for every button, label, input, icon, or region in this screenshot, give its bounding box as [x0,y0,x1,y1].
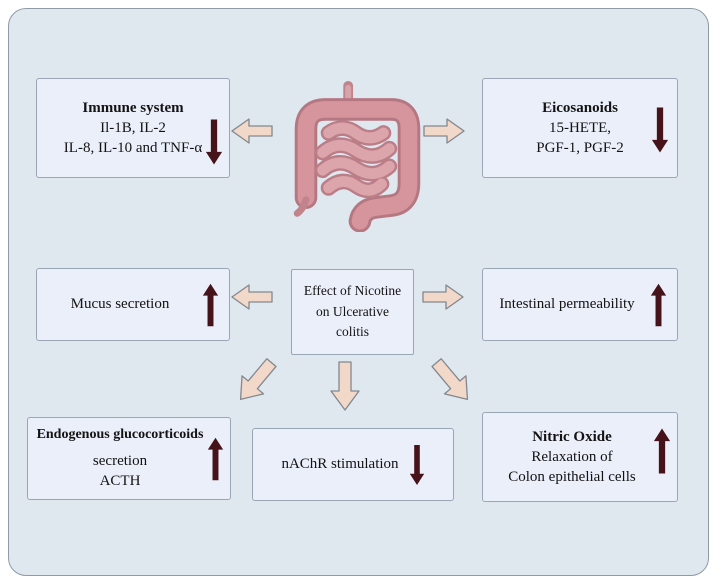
endogenous-glucocorticoids-line2: ACTH [99,472,141,489]
colon-illustration [272,80,442,236]
immune-system-line1: Il-1B, IL-2 [100,119,166,136]
increase-arrow-icon [653,421,671,481]
immune-system-line2: IL-8, IL-10 and TNF-α [63,140,203,157]
colon-illustration-svg [293,80,421,233]
connector-arrow-to-nachr-stimulation [329,361,361,411]
nitric-oxide-line1: Relaxation of [531,448,613,465]
immune-system-box: Immune system Il-1B, IL-2 IL-8, IL-10 an… [36,78,230,178]
connector-arrow-to-mucus-secretion [231,282,273,312]
nachr-stimulation-label: nAChR stimulation [281,456,399,473]
center-line1: Effect of Nicotine [303,282,402,298]
center-line2: on Ulcerative [315,303,390,319]
nitric-oxide-line2: Colon epithelial cells [508,469,636,486]
eicosanoids-title: Eicosanoids [542,99,618,116]
mucus-secretion-box: Mucus secretion [36,268,230,341]
increase-arrow-icon [650,280,667,330]
nitric-oxide-title: Nitric Oxide [532,428,612,445]
decrease-arrow-icon [205,113,223,171]
nitric-oxide-box: Nitric Oxide Relaxation of Colon epithel… [482,412,678,502]
nachr-stimulation-box: nAChR stimulation [252,428,454,501]
eicosanoids-line1: 15-HETE, [548,119,612,136]
endogenous-glucocorticoids-box: Endogenous glucocorticoids secretion ACT… [27,417,231,500]
effect-of-nicotine-box: Effect of Nicotine on Ulcerative colitis [291,269,414,355]
decrease-arrow-icon [409,443,425,487]
increase-arrow-icon [202,281,219,329]
connector-arrow-to-nitric-oxide [424,352,481,411]
mucus-secretion-label: Mucus secretion [70,296,170,313]
connector-arrow-to-endogenous-glucocorticoids [228,352,285,411]
intestinal-permeability-label: Intestinal permeability [499,296,635,313]
endogenous-glucocorticoids-title: Endogenous glucocorticoids [36,426,204,442]
eicosanoids-line2: PGF-1, PGF-2 [536,140,624,157]
eicosanoids-box: Eicosanoids 15-HETE, PGF-1, PGF-2 [482,78,678,178]
connector-arrow-to-intestinal-permeability [422,282,464,312]
endogenous-glucocorticoids-line1: secretion [92,452,148,469]
center-line3: colitis [336,324,369,340]
decrease-arrow-icon [651,101,669,159]
connector-arrow-to-immune-system [231,116,273,146]
intestinal-permeability-box: Intestinal permeability [482,268,678,341]
immune-system-title: Immune system [82,99,184,116]
connector-arrow-to-eicosanoids [423,116,465,146]
increase-arrow-icon [207,430,224,488]
